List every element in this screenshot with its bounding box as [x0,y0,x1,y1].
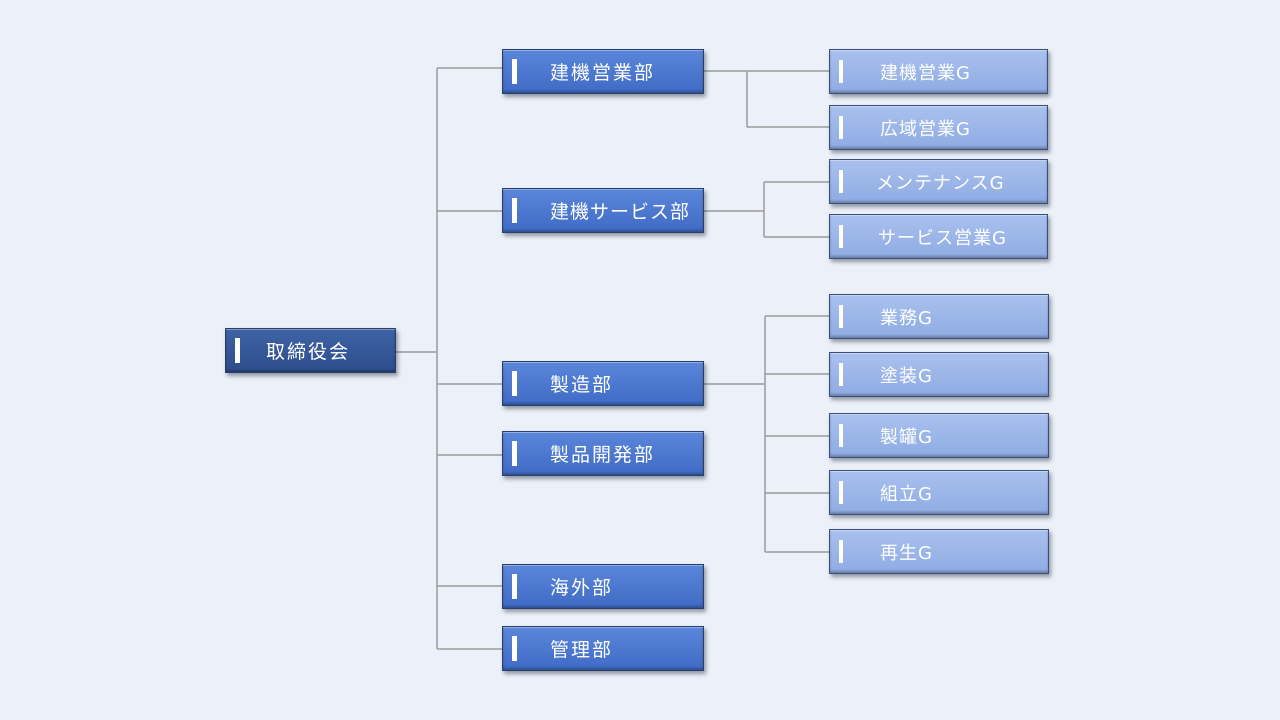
node-group-operations[interactable]: 業務G [829,294,1049,339]
node-label: 管理部 [550,639,614,661]
node-department-overseas[interactable]: 海外部 [502,564,704,609]
accent-bar [512,574,517,599]
node-label: 建機営業部 [550,62,656,84]
accent-bar [235,338,240,363]
accent-bar [839,225,843,248]
accent-bar [512,59,517,84]
accent-bar [839,116,843,139]
node-label: 広域営業G [880,118,971,140]
node-label: 塗装G [880,365,933,387]
accent-bar [512,441,517,466]
node-label: 業務G [880,307,933,329]
node-group-painting[interactable]: 塗装G [829,352,1049,397]
node-group-canning[interactable]: 製罐G [829,413,1049,458]
node-group-regeneration[interactable]: 再生G [829,529,1049,574]
node-board-of-directors[interactable]: 取締役会 [225,328,396,373]
node-group-assembly[interactable]: 組立G [829,470,1049,515]
node-label: 再生G [880,542,933,564]
node-label: 製品開発部 [550,444,656,466]
node-label: サービス営業G [878,227,1007,249]
node-label: 建機営業G [880,62,971,84]
accent-bar [839,60,843,83]
node-department-product-dev[interactable]: 製品開発部 [502,431,704,476]
accent-bar [839,424,843,447]
accent-bar [839,481,843,504]
node-department-service[interactable]: 建機サービス部 [502,188,704,233]
node-label: 組立G [880,483,933,505]
node-department-admin[interactable]: 管理部 [502,626,704,671]
accent-bar [839,540,843,563]
node-department-manufacturing[interactable]: 製造部 [502,361,704,406]
node-group-maintenance[interactable]: メンテナンスG [829,159,1048,204]
node-group-wide-area-sales[interactable]: 広域営業G [829,105,1048,150]
node-label: 取締役会 [266,341,351,363]
accent-bar [839,305,843,328]
node-label: メンテナンスG [876,172,1005,194]
accent-bar [512,198,517,223]
node-label: 製造部 [550,374,614,396]
accent-bar [839,170,843,193]
accent-bar [512,371,517,396]
accent-bar [512,636,517,661]
node-label: 建機サービス部 [550,201,691,223]
node-group-sales[interactable]: 建機営業G [829,49,1048,94]
node-group-service-sales[interactable]: サービス営業G [829,214,1048,259]
node-label: 海外部 [550,577,614,599]
accent-bar [839,363,843,386]
node-label: 製罐G [880,426,933,448]
node-department-sales[interactable]: 建機営業部 [502,49,704,94]
